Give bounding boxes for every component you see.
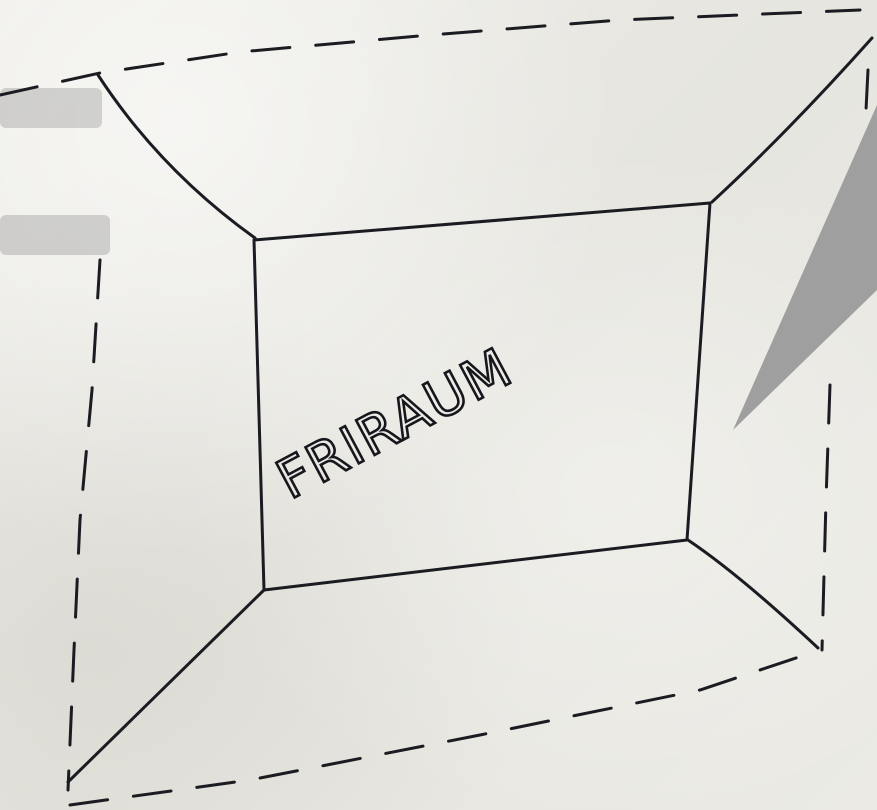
handwritten-label: FRIRAUM (267, 335, 523, 511)
speech-pointer-shape (733, 105, 877, 430)
eraser-smudges (0, 88, 110, 255)
